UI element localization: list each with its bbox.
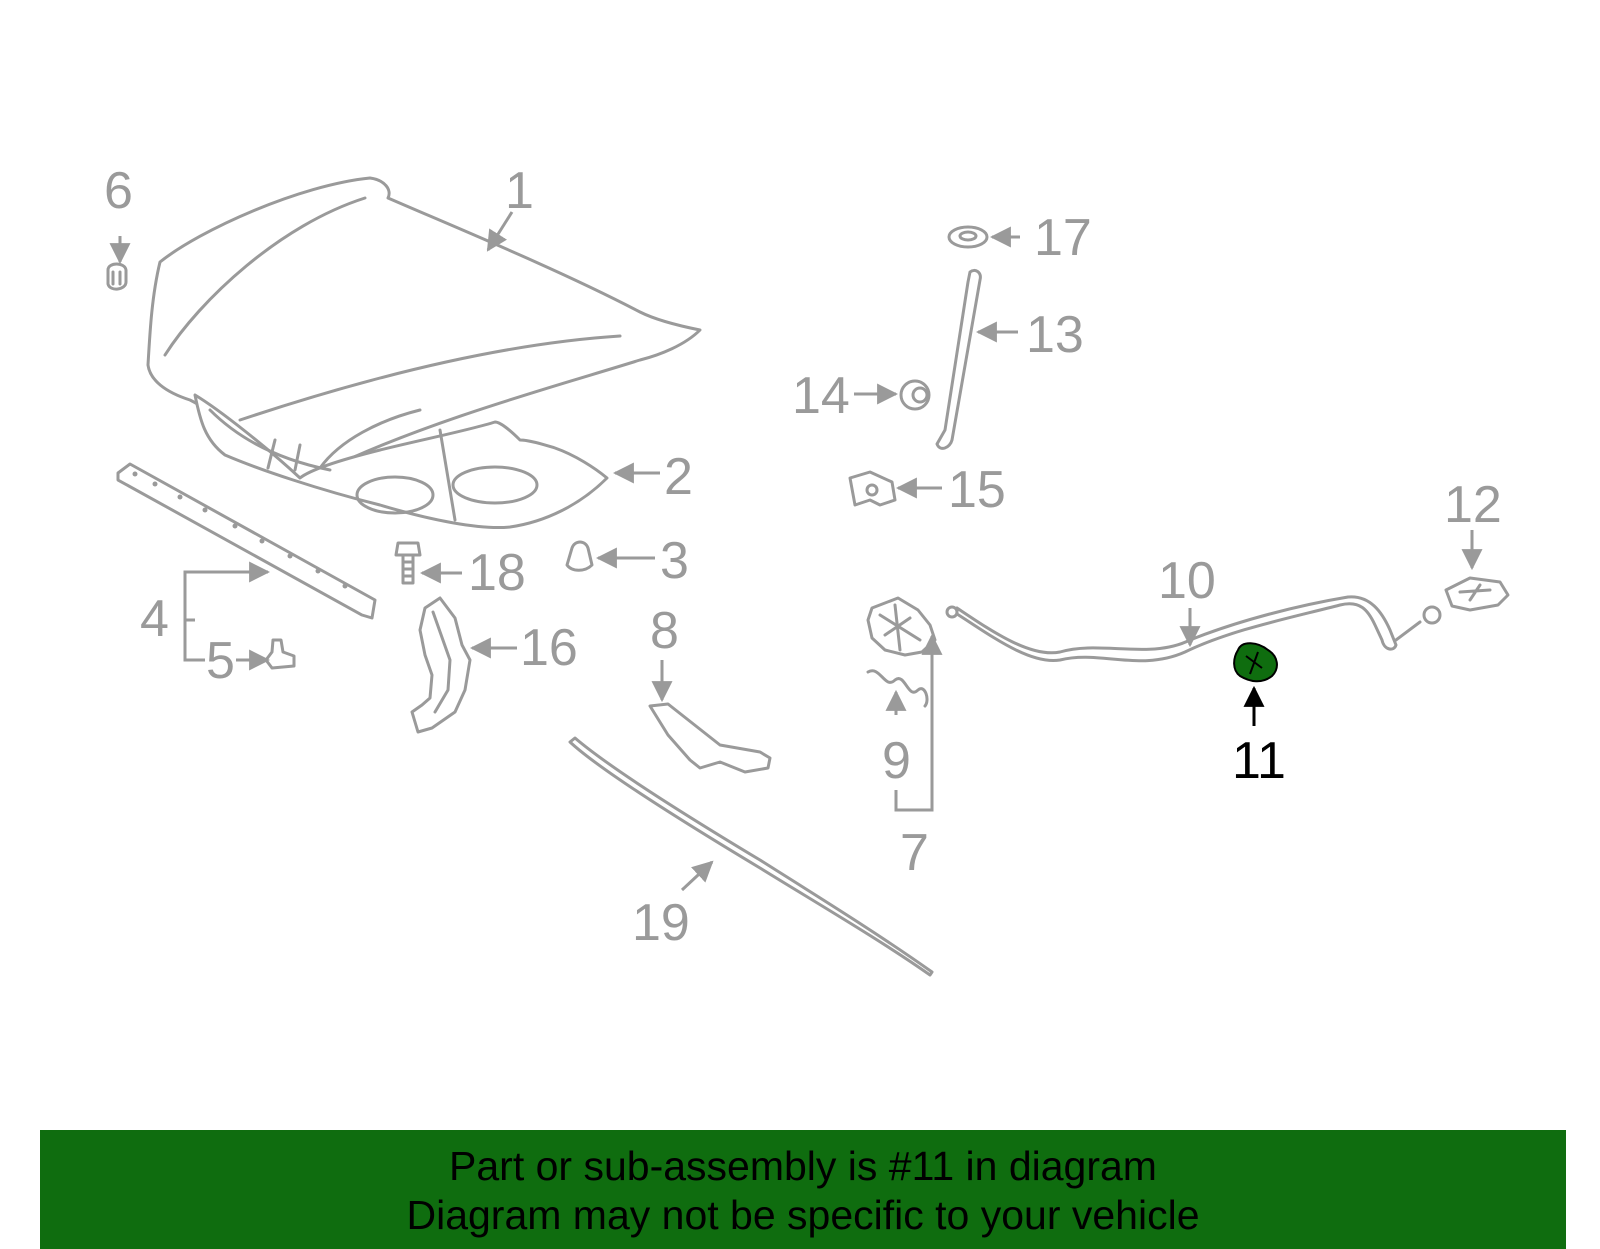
support-rod-13-part: [935, 268, 982, 450]
holder-15-part: [848, 470, 897, 507]
callout-10: 10: [1158, 552, 1216, 610]
cable-clamp-11-part: [1233, 642, 1278, 683]
release-cable-10-part: [945, 595, 1442, 663]
release-handle-12-part: [1444, 576, 1510, 612]
callout-15: 15: [948, 461, 1006, 519]
callout-18: 18: [468, 544, 526, 602]
info-banner: Part or sub-assembly is #11 in diagram D…: [40, 1130, 1566, 1249]
grommet-14-part: [899, 379, 931, 411]
callout-14: 14: [792, 367, 850, 425]
leader-lines: [109, 211, 1483, 892]
callout-17: 17: [1034, 209, 1092, 267]
callout-9: 9: [882, 732, 911, 790]
callout-19: 19: [632, 894, 690, 952]
hinge-16-part: [410, 596, 472, 734]
bracket-8-part: [648, 702, 772, 774]
callout-2: 2: [664, 448, 693, 506]
clip-6-part: [106, 262, 128, 291]
callout-13: 13: [1026, 306, 1084, 364]
hood-lock-7-part: [866, 596, 937, 657]
clip-5-part: [264, 638, 296, 670]
callout-4: 4: [140, 590, 169, 648]
grommet-3-part: [565, 540, 594, 572]
callout-8: 8: [650, 602, 679, 660]
hood-panel-part: [146, 176, 702, 480]
callout-7: 7: [900, 824, 929, 882]
hood-seal-strip-part: [116, 462, 377, 620]
callout-1: 1: [505, 162, 534, 220]
callout-11: 11: [1232, 732, 1286, 790]
bolt-18-part: [394, 541, 422, 585]
banner-line-1: Part or sub-assembly is #11 in diagram: [449, 1143, 1157, 1189]
banner-line-2: Diagram may not be specific to your vehi…: [406, 1192, 1200, 1238]
spring-9-part: [866, 669, 929, 708]
weatherstrip-19-part: [568, 736, 934, 977]
callout-6: 6: [104, 162, 133, 220]
callout-5: 5: [206, 632, 235, 690]
callout-12: 12: [1444, 476, 1502, 534]
callout-3: 3: [660, 532, 689, 590]
callout-16: 16: [520, 619, 578, 677]
callout-labels: 6 1 2 3 4 5 18 16 8 19 17 13 14 15 9 7 1…: [104, 162, 1502, 952]
hood-inner-frame-part: [193, 393, 609, 529]
cap-17-part: [947, 225, 989, 249]
